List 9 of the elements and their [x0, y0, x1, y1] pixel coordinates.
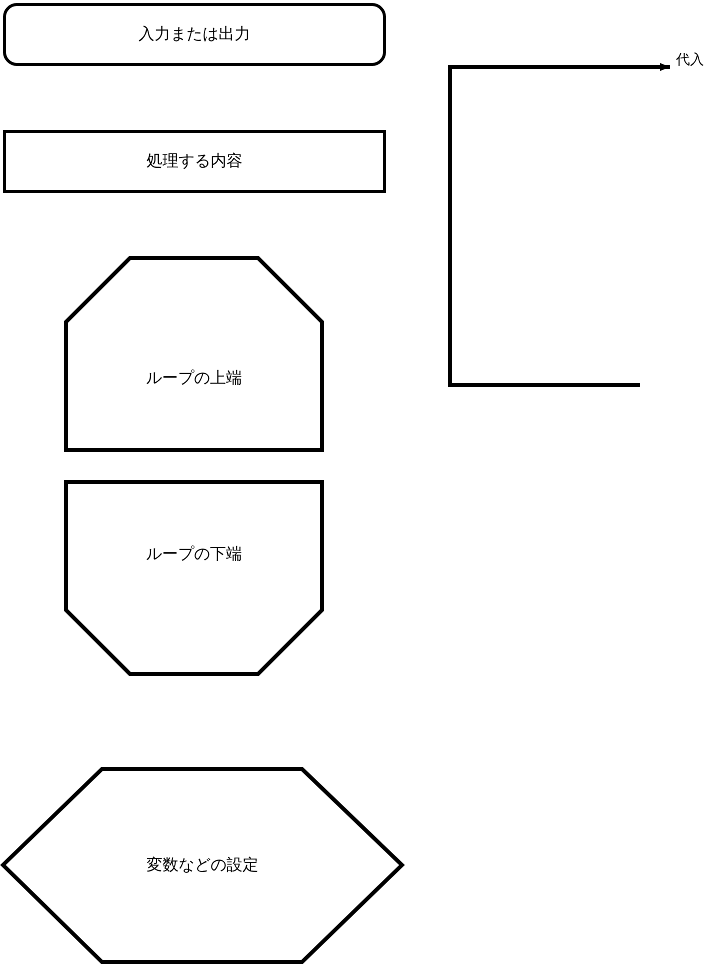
node-label: ループの上端	[146, 368, 242, 388]
arrow	[448, 63, 670, 387]
node-label: 代入	[672, 48, 708, 72]
process-box	[3, 130, 386, 193]
node-label: 処理する内容	[146, 151, 242, 172]
node-label: 入力または出力	[138, 24, 250, 45]
node-label: ループの下端	[146, 544, 242, 564]
terminal-box	[3, 3, 386, 66]
node-label: 変数などの設定	[146, 855, 258, 876]
